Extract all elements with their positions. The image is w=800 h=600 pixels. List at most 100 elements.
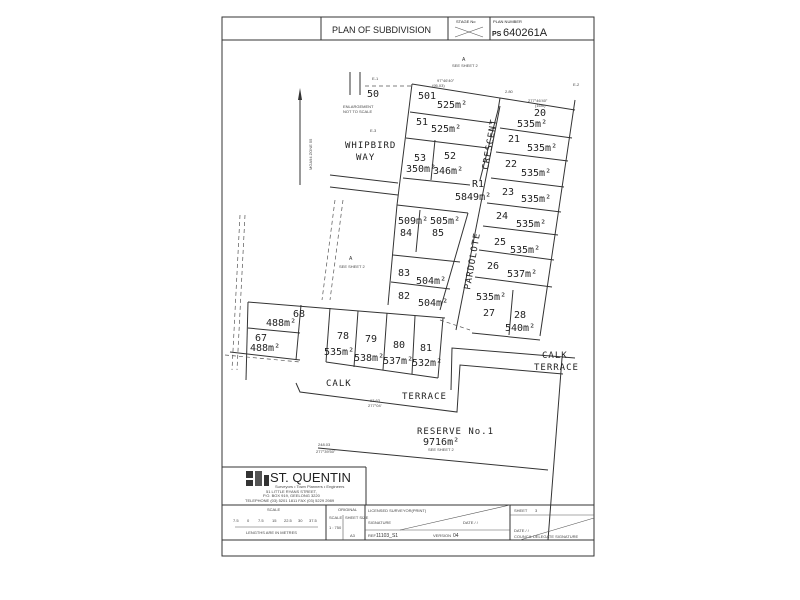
lot-number: 78 xyxy=(337,331,349,342)
scale-tick: 30 xyxy=(298,518,303,523)
version-value: 04 xyxy=(453,533,459,539)
lot-number: 68 xyxy=(293,309,305,320)
scale-tick: 7.5 xyxy=(258,518,264,523)
lot-number: 23 xyxy=(502,187,514,198)
stage-cross-icon xyxy=(454,26,484,38)
lot-area: 505m² xyxy=(430,216,460,227)
signature-label: SIGNATURE xyxy=(368,520,391,525)
lot-area: 537m² xyxy=(383,356,413,367)
lot-area: 525m² xyxy=(431,124,461,135)
company-logo xyxy=(246,471,269,486)
date-label: DATE / / xyxy=(514,528,530,533)
scale-value: 1 : 750 xyxy=(329,525,342,530)
ref-label: REF xyxy=(368,533,377,538)
scale-tick: 37.5 xyxy=(309,518,318,523)
lot-number: 26 xyxy=(487,261,499,272)
easement-label: E-1 xyxy=(372,76,379,81)
lot-number: 21 xyxy=(508,134,520,145)
scale-tick: 0 xyxy=(247,518,250,523)
lot-area: 5849m² xyxy=(455,192,491,203)
company-phone: TELEPHONE (03) 5201 1811 FAX (03) 5229 2… xyxy=(245,498,335,503)
distance-label: 248.03 xyxy=(318,442,331,447)
lot-area: 535m² xyxy=(516,219,546,230)
road-name: PARDOLOTE xyxy=(463,232,483,291)
lot-area: 537m² xyxy=(507,269,537,280)
road-width-label: (16m) xyxy=(535,103,546,108)
lot-area: 540m² xyxy=(505,323,535,334)
road-name: WAY xyxy=(356,153,375,163)
lot-area: 532m² xyxy=(412,358,442,369)
easement-a-label: A xyxy=(462,57,466,63)
lot-number: 501 xyxy=(418,91,436,102)
lot-number: 83 xyxy=(398,268,410,279)
lot-area: 504m² xyxy=(416,276,446,287)
lot-number: 51 xyxy=(416,117,428,128)
lot-number: 84 xyxy=(400,228,412,239)
reserve-area: 9716m² xyxy=(423,437,459,448)
north-label: MGA94 ZONE 55 xyxy=(308,138,313,170)
lot-area: 535m² xyxy=(521,194,551,205)
enlargement-label: ENLARGEMENT xyxy=(343,104,374,109)
scale-tick: 7.5 xyxy=(233,518,239,523)
council-signature-label: COUNCIL DELEGATE SIGNATURE xyxy=(514,534,578,539)
lot-area: 509m² xyxy=(398,216,428,227)
lot-number: 81 xyxy=(420,343,432,354)
lot-area: 525m² xyxy=(437,100,467,111)
road-name: CALK xyxy=(542,351,568,361)
lot-number: 28 xyxy=(514,310,526,321)
bearing-label: 97°46'40" xyxy=(437,78,455,83)
title-block: ST. QUENTIN Surveyors • Town Planners • … xyxy=(222,466,595,541)
lot-area: 535m² xyxy=(476,292,506,303)
lot-number: 67 xyxy=(255,333,267,344)
reserve-name: RESERVE No.1 xyxy=(417,427,494,437)
bearing-label: 277°39'50" xyxy=(316,449,336,454)
scale-column-label: SCALE xyxy=(329,515,342,520)
lot-number: 22 xyxy=(505,159,517,170)
lot-area: 535m² xyxy=(510,245,540,256)
company-name: ST. QUENTIN xyxy=(270,470,351,485)
lot-area: 535m² xyxy=(517,119,547,130)
date-label: DATE / / xyxy=(463,520,479,525)
easement-label: E-2 xyxy=(573,82,580,87)
scale-bar: 7.5 0 7.5 15 22.5 30 37.5 xyxy=(233,518,318,528)
lot-number: 53 xyxy=(414,153,426,164)
lot-area: 504m² xyxy=(418,298,448,309)
lot-area: 488m² xyxy=(266,318,296,329)
lot-number: 24 xyxy=(496,211,508,222)
sheet-size: A3 xyxy=(350,533,356,538)
plan-title: PLAN OF SUBDIVISION xyxy=(332,25,431,35)
sheet-size-label: SHEET SIZE xyxy=(345,515,369,520)
lot-area: 350m² xyxy=(406,164,436,175)
road-name: CRESCENT xyxy=(481,118,500,170)
lot-area: 535m² xyxy=(324,347,354,358)
distance-label: 93.63 xyxy=(370,398,381,403)
lot-area: 346m² xyxy=(433,166,463,177)
plan-number-label: PLAN NUMBER xyxy=(493,19,522,24)
lot-number: 27 xyxy=(483,308,495,319)
easement-a-label: A xyxy=(349,256,353,262)
reserve-note: SEE SHEET 2 xyxy=(428,447,454,452)
scale-label: SCALE xyxy=(267,507,280,512)
version-label: VERSION xyxy=(433,533,451,538)
sheet-number: 3 xyxy=(535,508,538,513)
lot-area: 535m² xyxy=(521,168,551,179)
north-arrow-icon xyxy=(298,88,302,185)
bearing-label: 277°46'40" xyxy=(528,98,548,103)
road-name: TERRACE xyxy=(534,363,579,373)
header: PLAN OF SUBDIVISION STAGE No PLAN NUMBER… xyxy=(222,17,594,41)
see-sheet-label: SEE SHEET 2 xyxy=(339,264,365,269)
stage-label: STAGE No xyxy=(456,19,476,24)
lot-area: 535m² xyxy=(527,143,557,154)
road-name: TERRACE xyxy=(402,392,447,402)
lot-area: 538m² xyxy=(354,353,384,364)
lot-boundaries xyxy=(224,72,576,541)
see-sheet-label: SEE SHEET 2 xyxy=(452,63,478,68)
scale-tick: 15 xyxy=(272,518,277,523)
plan-number: 640261A xyxy=(503,27,548,39)
lot-number: 80 xyxy=(393,340,405,351)
ref-value: 11103_S1 xyxy=(376,533,398,539)
road-name: CALK xyxy=(326,379,352,389)
distance-label: (95.03) xyxy=(432,83,445,88)
scale-tick: 22.5 xyxy=(284,518,293,523)
